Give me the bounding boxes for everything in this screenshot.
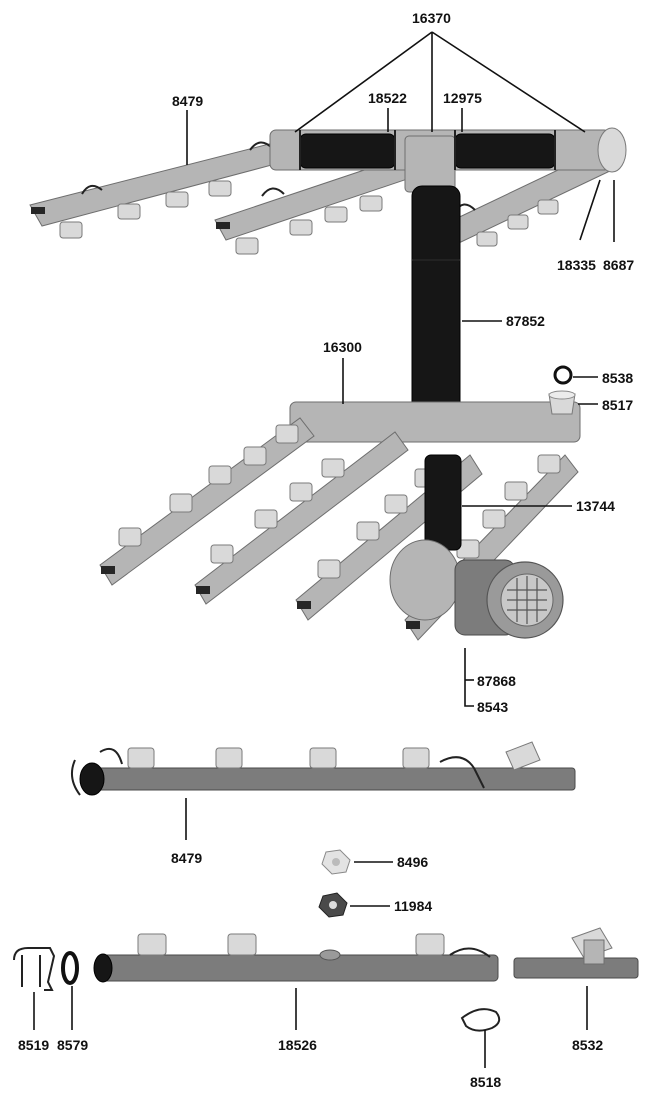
label-8687: 8687 [603,257,634,273]
nozzle-cap-11984 [318,892,348,918]
pump-motor [389,539,564,639]
nozzle-cap-8496 [321,849,351,875]
label-8496: 8496 [397,854,428,870]
label-18522: 18522 [368,90,407,106]
lower-drive-tube [424,454,462,551]
label-8518: 8518 [470,1074,501,1090]
spray-arm-8479-detail [70,741,576,796]
label-87852: 87852 [506,313,545,329]
lower-arm-1 [99,417,315,586]
label-12975: 12975 [443,90,482,106]
label-8519: 8519 [18,1037,49,1053]
upper-middle-arm [214,147,441,255]
label-16300: 16300 [323,339,362,355]
o-ring-8579 [61,951,79,985]
upper-right-arm [427,149,613,253]
label-8579: 8579 [57,1037,88,1053]
o-ring-8538 [553,365,573,385]
label-8479-mid: 8479 [171,850,202,866]
label-11984: 11984 [394,898,432,914]
label-87868: 87868 [477,673,516,689]
lower-cross-manifold [289,401,581,443]
spray-arm-18526 [93,933,499,983]
label-8532: 8532 [572,1037,603,1053]
upper-left-arm [29,139,299,239]
label-8479-top: 8479 [172,93,203,109]
upper-spray-arm-assembly [29,127,627,255]
lower-spray-arm-assembly [99,401,581,641]
label-8517: 8517 [602,397,633,413]
clip-8518 [460,1008,501,1032]
label-13744: 13744 [576,498,615,514]
upper-cross-manifold [269,127,627,193]
bushing-8517 [548,390,576,415]
label-18335: 18335 [557,257,596,273]
label-16370: 16370 [412,10,451,26]
label-18526: 18526 [278,1037,317,1053]
lower-arm-2 [194,431,409,605]
leader-lines [33,31,615,1068]
end-elbow-8532 [513,927,639,979]
vertical-drive-tube [411,185,461,427]
part-labels: 16370 8479 18522 12975 18335 8687 87852 … [18,10,634,1090]
label-8538: 8538 [602,370,633,386]
clip-8519 [13,947,56,991]
label-8543: 8543 [477,699,508,715]
